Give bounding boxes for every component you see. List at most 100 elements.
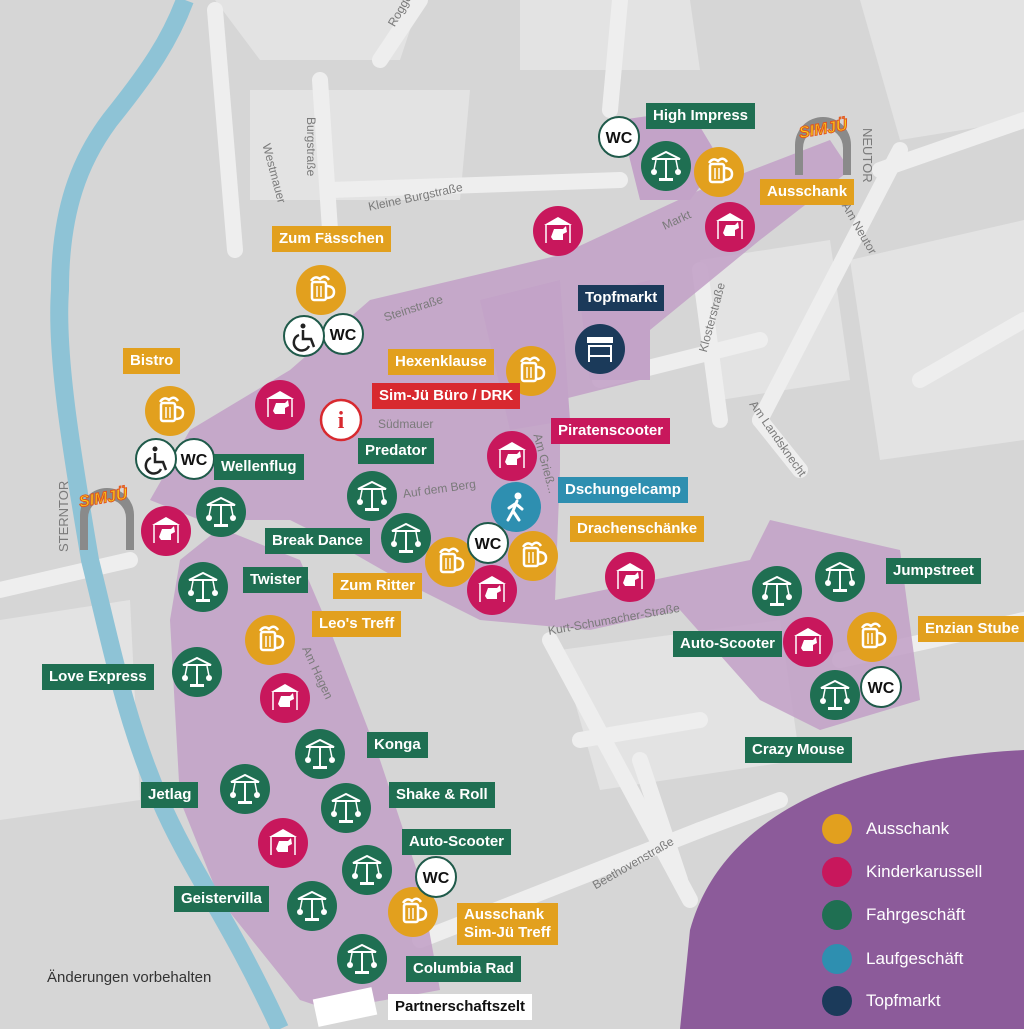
walking-person-icon bbox=[491, 482, 541, 532]
carousel-horse-icon bbox=[605, 552, 655, 602]
wheelchair-icon bbox=[283, 315, 325, 357]
legend-label: Ausschank bbox=[866, 819, 950, 838]
ride-icon bbox=[815, 552, 865, 602]
wc-icon: WC bbox=[467, 522, 509, 564]
legend-swatch bbox=[822, 814, 852, 844]
svg-text:WC: WC bbox=[330, 327, 357, 344]
legend-swatch bbox=[822, 900, 852, 930]
label-break-dance: Break Dance bbox=[265, 528, 370, 554]
legend-item-fahrgeschaeft: Fahrgeschäft bbox=[822, 900, 965, 930]
carousel-horse-icon bbox=[783, 617, 833, 667]
wheelchair-icon bbox=[135, 438, 177, 480]
label-enzian-stube: Enzian Stube bbox=[918, 616, 1024, 642]
ride-icon bbox=[287, 881, 337, 931]
beer-mug-icon bbox=[245, 615, 295, 665]
ride-icon bbox=[178, 562, 228, 612]
gate-name-neutor: NEUTOR bbox=[860, 128, 875, 183]
street-name: Burgstraße bbox=[304, 117, 318, 177]
river bbox=[50, 0, 289, 1029]
carousel-horse-icon bbox=[467, 565, 517, 615]
label-piratenscooter: Piratenscooter bbox=[551, 418, 671, 444]
wc-icon: WC bbox=[322, 313, 364, 355]
label-leos-treff: Leo's Treff bbox=[312, 611, 402, 637]
label-hexenklause: Hexenklause bbox=[388, 349, 494, 375]
ride-icon bbox=[641, 141, 691, 191]
label-shake-and-roll: Shake & Roll bbox=[389, 782, 495, 808]
label-love-express: Love Express bbox=[42, 664, 154, 690]
ride-icon bbox=[196, 487, 246, 537]
label-zum-faesschen: Zum Fässchen bbox=[272, 226, 392, 252]
carousel-horse-icon bbox=[255, 380, 305, 430]
gate-name-sterntor: STERNTOR bbox=[56, 480, 71, 552]
legend-swatch bbox=[822, 944, 852, 974]
legend-label: Fahrgeschäft bbox=[866, 905, 966, 924]
label-wellenflug: Wellenflug bbox=[214, 454, 304, 480]
svg-text:i: i bbox=[338, 408, 345, 434]
ride-icon bbox=[810, 670, 860, 720]
wc-icon: WC bbox=[415, 856, 457, 898]
carousel-horse-icon bbox=[258, 818, 308, 868]
svg-text:WC: WC bbox=[868, 680, 895, 697]
label-predator: Predator bbox=[358, 438, 434, 464]
beer-mug-icon bbox=[694, 147, 744, 197]
svg-text:WC: WC bbox=[475, 536, 502, 553]
svg-text:WC: WC bbox=[181, 452, 208, 469]
label-ausschank-sim-ju-treff: Ausschank Sim-Jü Treff bbox=[457, 903, 558, 945]
label-geistervilla: Geistervilla bbox=[174, 886, 269, 912]
label-ausschank-markt: Ausschank bbox=[760, 179, 855, 205]
partnerschaftszelt-tent bbox=[312, 987, 378, 1027]
market-stall-icon bbox=[575, 324, 625, 374]
label-jumpstreet: Jumpstreet bbox=[886, 558, 981, 584]
legend-label: Laufgeschäft bbox=[866, 949, 964, 968]
label-topfmarkt: Topfmarkt bbox=[578, 285, 665, 311]
svg-text:WC: WC bbox=[606, 130, 633, 147]
ride-icon bbox=[220, 764, 270, 814]
disclaimer-note: Änderungen vorbehalten bbox=[47, 969, 212, 986]
ride-icon bbox=[295, 729, 345, 779]
ride-icon bbox=[342, 845, 392, 895]
beer-mug-icon bbox=[388, 887, 438, 937]
label-columbia-rad: Columbia Rad bbox=[406, 956, 521, 982]
label-sim-ju-buero: Sim-Jü Büro / DRK bbox=[372, 383, 521, 409]
carousel-horse-icon bbox=[141, 506, 191, 556]
info-icon: i bbox=[319, 398, 363, 442]
label-jetlag: Jetlag bbox=[141, 782, 199, 808]
svg-text:WC: WC bbox=[423, 870, 450, 887]
label-auto-scooter-east: Auto-Scooter bbox=[673, 631, 782, 657]
carousel-horse-icon bbox=[705, 202, 755, 252]
label-dschungelcamp: Dschungelcamp bbox=[558, 477, 688, 503]
ride-icon bbox=[172, 647, 222, 697]
label-auto-scooter-south: Auto-Scooter bbox=[402, 829, 511, 855]
beer-mug-icon bbox=[425, 537, 475, 587]
legend-item-ausschank: Ausschank bbox=[822, 814, 949, 844]
label-high-impress: High Impress bbox=[646, 103, 756, 129]
legend-panel bbox=[680, 750, 1024, 1029]
label-konga: Konga bbox=[367, 732, 428, 758]
label-drachenschaenke: Drachenschänke bbox=[570, 516, 705, 542]
label-crazy-mouse: Crazy Mouse bbox=[745, 737, 852, 763]
carousel-horse-icon bbox=[533, 206, 583, 256]
legend-item-topfmarkt: Topfmarkt bbox=[822, 986, 941, 1016]
legend-item-kinderkarussell: Kinderkarussell bbox=[822, 857, 982, 887]
legend-label: Topfmarkt bbox=[866, 991, 941, 1010]
ride-icon bbox=[381, 513, 431, 563]
beer-mug-icon bbox=[296, 265, 346, 315]
neutor-gate bbox=[795, 117, 851, 175]
carousel-horse-icon bbox=[487, 431, 537, 481]
wc-icon: WC bbox=[598, 116, 640, 158]
carousel-horse-icon bbox=[260, 673, 310, 723]
sterntor-gate bbox=[80, 488, 134, 550]
label-partnerschaftszelt: Partnerschaftszelt bbox=[388, 994, 533, 1020]
ride-icon bbox=[321, 783, 371, 833]
legend-label: Kinderkarussell bbox=[866, 862, 983, 881]
wc-icon: WC bbox=[860, 666, 902, 708]
beer-mug-icon bbox=[508, 531, 558, 581]
beer-mug-icon bbox=[847, 612, 897, 662]
label-zum-ritter: Zum Ritter bbox=[333, 573, 422, 599]
ride-icon bbox=[347, 471, 397, 521]
street-name: Südmauer bbox=[378, 417, 434, 431]
wc-icon: WC bbox=[173, 438, 215, 480]
